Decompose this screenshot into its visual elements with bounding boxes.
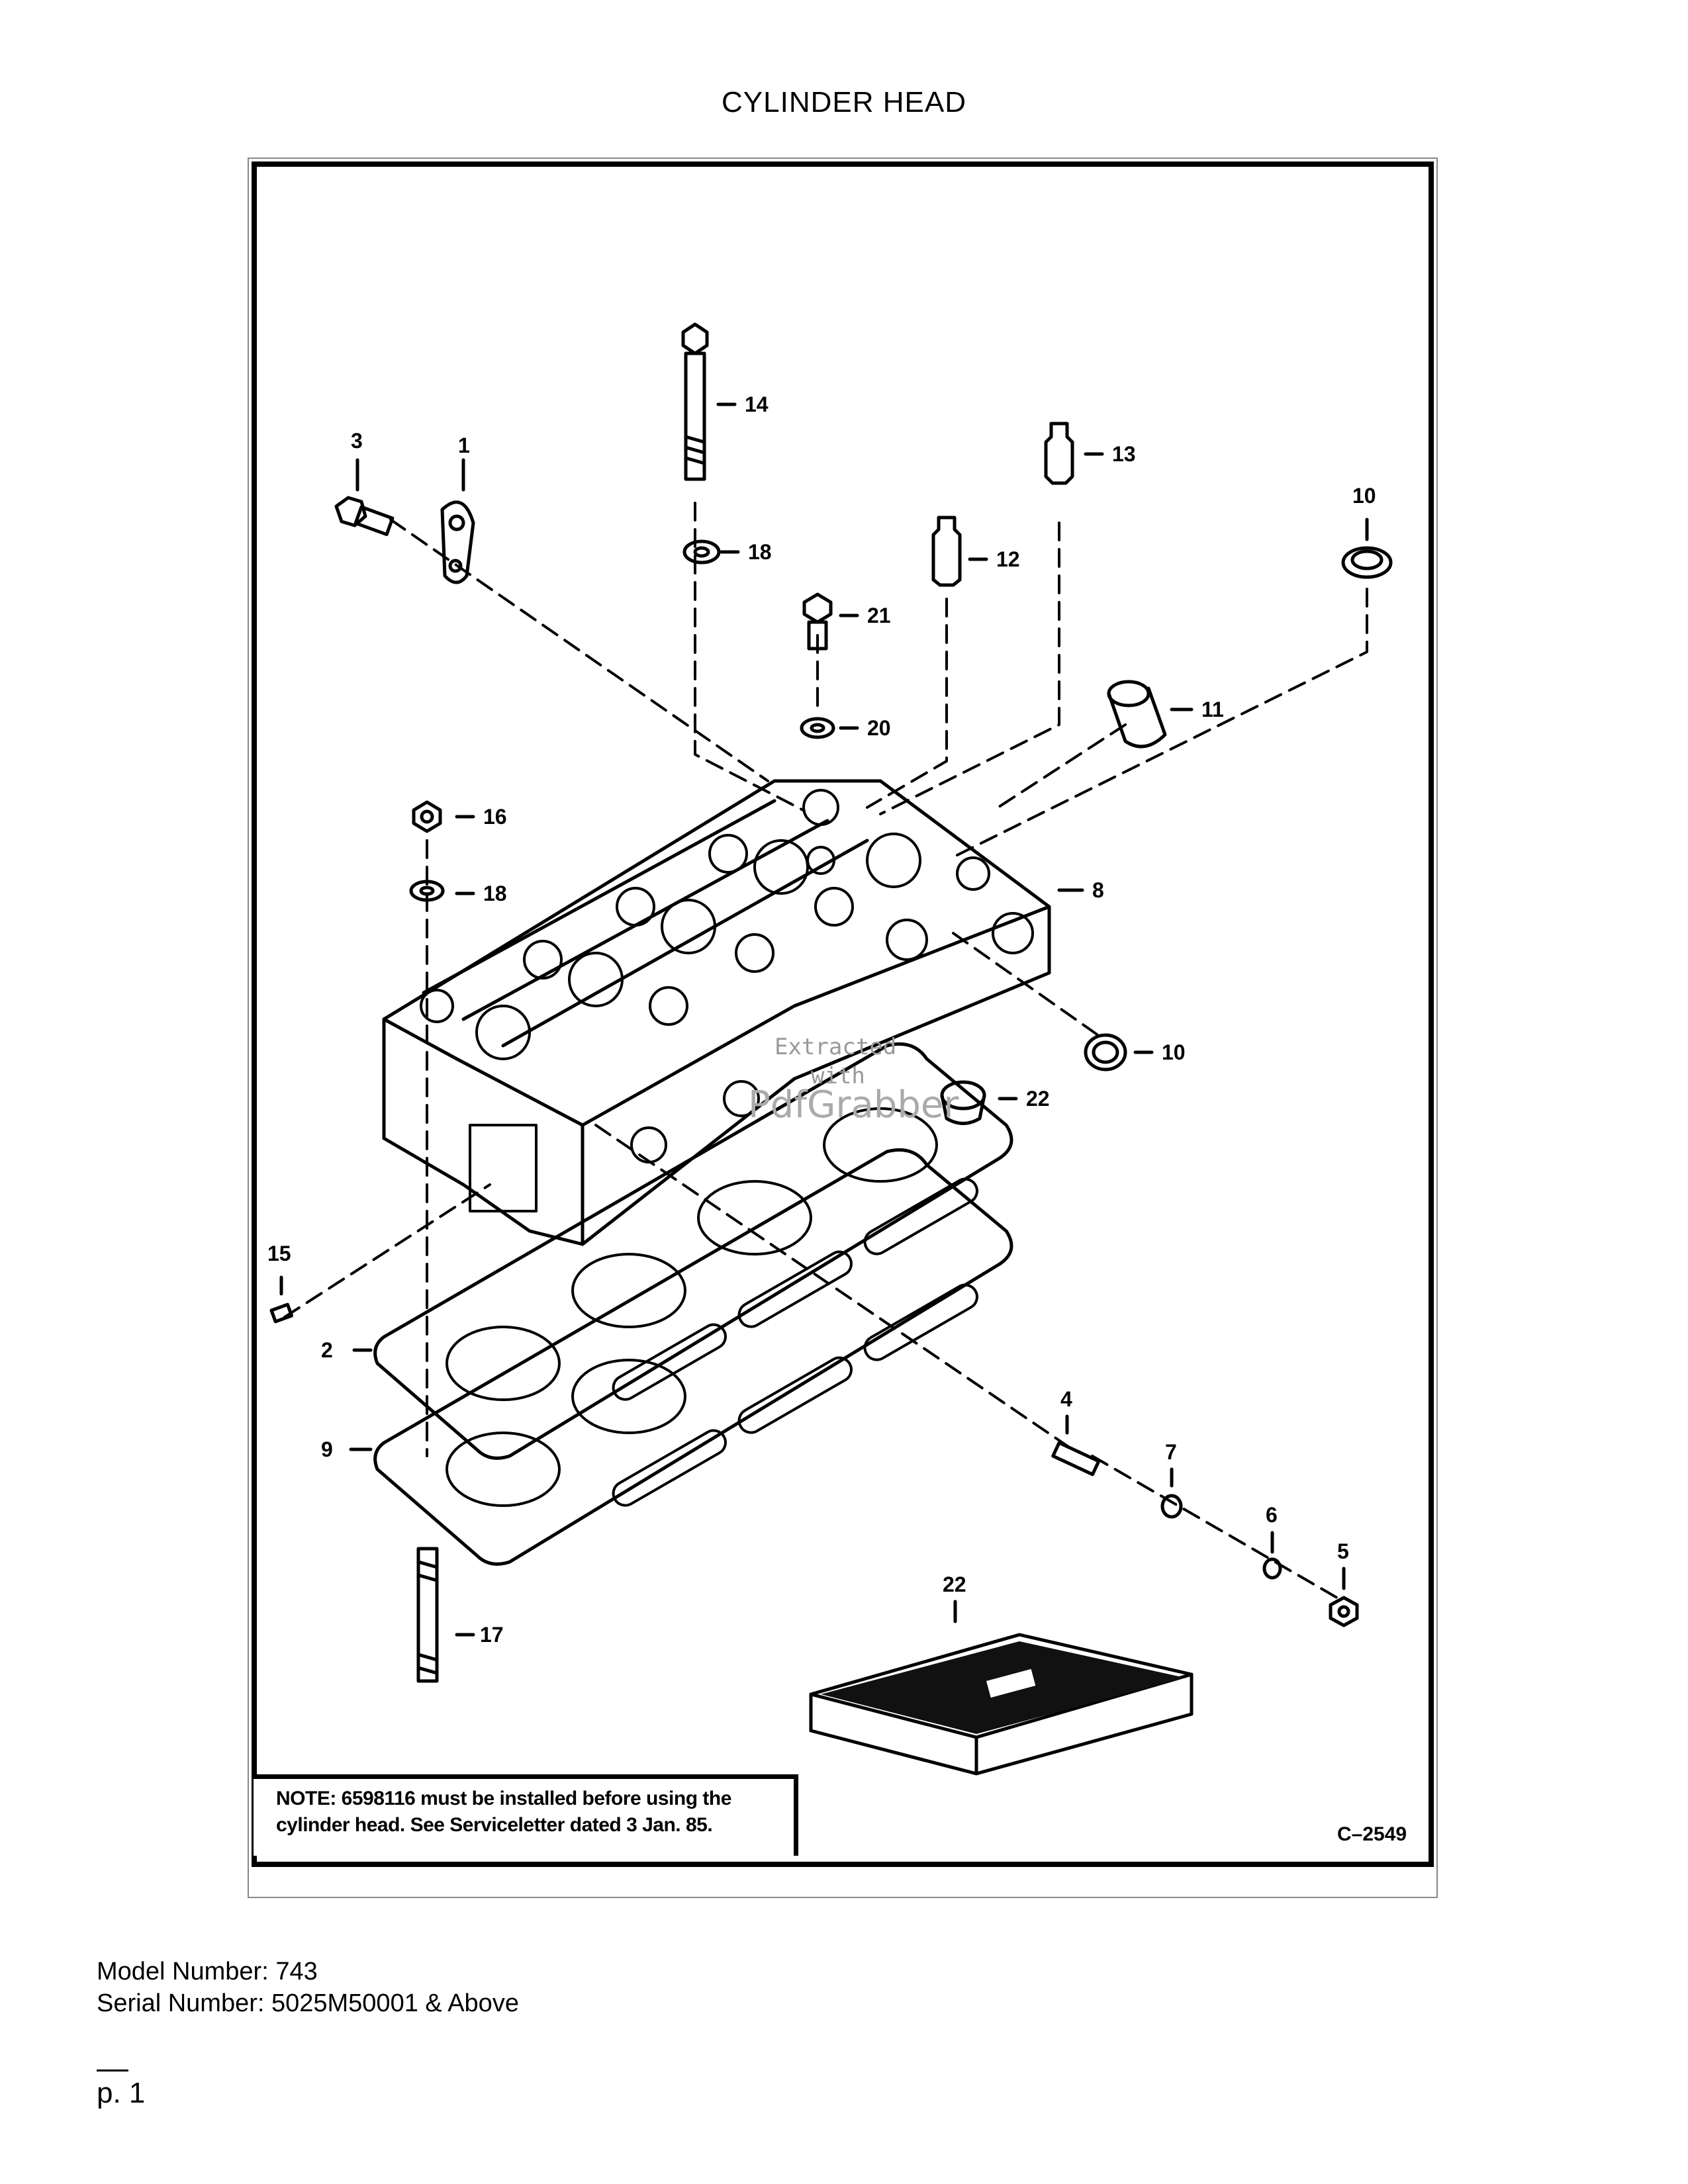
callout-17: 16 <box>483 805 507 829</box>
stud-16 <box>416 1547 439 1683</box>
footer: Model Number: 743 Serial Number: 5025M50… <box>97 1956 519 2019</box>
note: NOTE: 6598116 must be installed before u… <box>276 1786 792 1839</box>
watermark-line2: with <box>811 1063 865 1089</box>
figure-reference-code: C–2549 <box>1337 1823 1407 1845</box>
note-label: NOTE: <box>276 1788 336 1809</box>
gasket-kit-22 <box>809 1633 1194 1776</box>
note-box <box>254 1774 798 1856</box>
callout-8: 8 <box>1092 878 1104 902</box>
callout-13: 12 <box>996 547 1020 571</box>
callout-9: 9 <box>321 1437 333 1461</box>
callout-3: 3 <box>351 429 363 453</box>
callout-4: 4 <box>1060 1387 1072 1411</box>
bolt-15 <box>681 322 709 355</box>
callout-10b: 10 <box>1162 1040 1186 1064</box>
page-number-rule <box>97 2070 128 2071</box>
model-number: Model Number: 743 <box>97 1958 318 1985</box>
watermark: Extracted with PdfGrabber <box>748 1032 959 1126</box>
watermark-line1: Extracted <box>774 1034 897 1060</box>
callout-6: 6 <box>1266 1503 1278 1527</box>
callout-22: 22 <box>943 1572 966 1596</box>
callout-1: 1 <box>458 433 470 457</box>
callout-18b: 18 <box>483 882 507 905</box>
callout-14: 13 <box>1112 442 1136 466</box>
callout-18: 18 <box>748 540 772 564</box>
page-title: CYLINDER HEAD <box>722 86 966 118</box>
diagram-outer-frame <box>248 158 1438 1898</box>
callout-12: 15 <box>267 1242 291 1265</box>
watermark-brand: PdfGrabber <box>748 1083 959 1126</box>
head-gasket-2 <box>373 1042 1013 1460</box>
callout-20: 21 <box>867 604 891 627</box>
callout-16: 17 <box>480 1623 504 1647</box>
gasket-9 <box>373 1148 1013 1566</box>
page-number: p. 1 <box>97 2077 146 2109</box>
callout-5: 5 <box>1337 1539 1349 1563</box>
note-body: 6598116 must be installed before using t… <box>276 1788 731 1836</box>
callout-2: 2 <box>321 1338 333 1362</box>
cylinder-head-8 <box>382 779 1051 1246</box>
callout-7: 7 <box>1165 1440 1177 1464</box>
callout-21: 22 <box>1026 1087 1050 1111</box>
serial-number: Serial Number: 5025M50001 & Above <box>97 1989 519 2017</box>
diagram-frame <box>252 161 1434 1867</box>
callout-15: 14 <box>745 392 769 416</box>
callout-11: 11 <box>1201 698 1224 721</box>
callout-19: 20 <box>867 716 891 740</box>
callout-10: 10 <box>1352 484 1376 508</box>
